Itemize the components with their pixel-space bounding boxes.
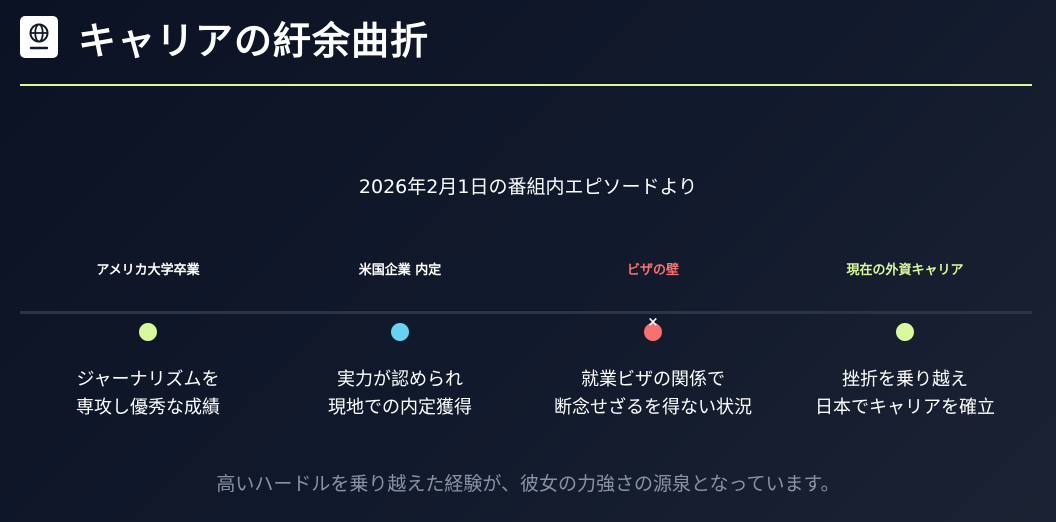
milestone-3: ビザの壁 × 就業ビザの関係で 断念せざるを得ない状況 <box>528 0 778 522</box>
milestone-dot: × <box>644 315 662 341</box>
episode-subtitle: 2026年2月1日の番組内エピソードより <box>358 176 698 198</box>
milestone-description: ジャーナリズムを 専攻し優秀な成績 <box>23 366 273 422</box>
description-line: 現地での内定獲得 <box>328 397 472 418</box>
milestone-1: アメリカ大学卒業 ジャーナリズムを 専攻し優秀な成績 <box>23 0 273 522</box>
milestone-dot <box>896 323 914 341</box>
description-line: 断念せざるを得ない状況 <box>554 397 752 418</box>
milestone-4: 現在の外資キャリア 挫折を乗り越え 日本でキャリアを確立 <box>780 0 1030 522</box>
milestone-label: アメリカ大学卒業 <box>96 263 200 278</box>
milestone-dot <box>391 323 409 341</box>
description-line: 専攻し優秀な成績 <box>76 397 220 418</box>
cross-icon: × <box>647 315 659 330</box>
milestone-label: 米国企業 内定 <box>358 263 442 278</box>
milestone-description: 就業ビザの関係で 断念せざるを得ない状況 <box>528 366 778 422</box>
footer-caption: 高いハードルを乗り越えた経験が、彼女の力強さの源泉となっています。 <box>216 473 840 495</box>
milestone-2: 米国企業 内定 実力が認められ 現地での内定獲得 <box>275 0 525 522</box>
header-divider <box>20 84 1032 86</box>
description-line: 挫折を乗り越え <box>842 369 968 390</box>
page-title: キャリアの紆余曲折 <box>78 18 430 63</box>
description-line: 実力が認められ <box>337 369 463 390</box>
timeline-line <box>20 311 1032 314</box>
milestone-description: 実力が認められ 現地での内定獲得 <box>275 366 525 422</box>
milestone-description: 挫折を乗り越え 日本でキャリアを確立 <box>780 366 1030 422</box>
page-header: キャリアの紆余曲折 <box>20 12 430 63</box>
milestone-dot <box>139 323 157 341</box>
milestone-label: ビザの壁 <box>626 263 679 278</box>
globe-book-icon <box>20 16 58 58</box>
description-line: 日本でキャリアを確立 <box>815 397 995 418</box>
milestone-label: 現在の外資キャリア <box>846 263 964 278</box>
description-line: 就業ビザの関係で <box>581 369 725 390</box>
description-line: ジャーナリズムを <box>76 369 220 390</box>
